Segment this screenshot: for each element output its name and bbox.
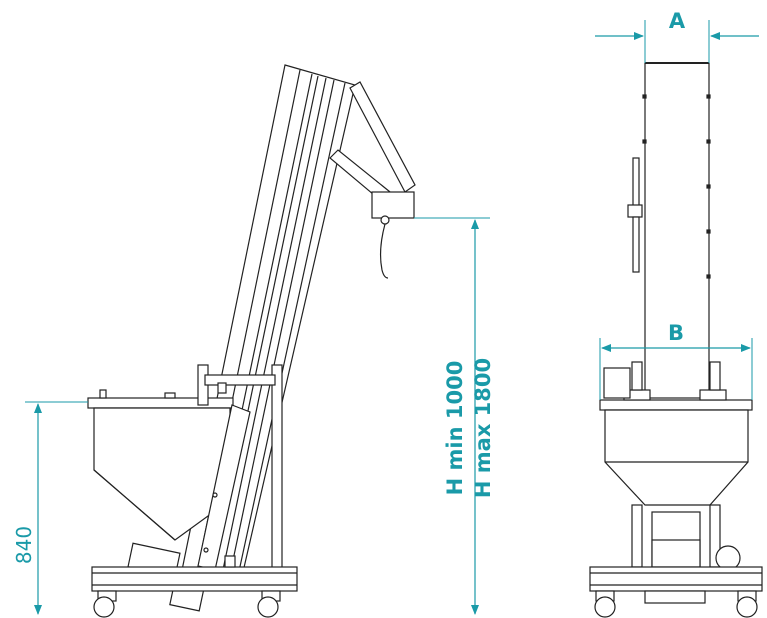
side-bracket — [627, 157, 643, 273]
front-hopper — [604, 409, 749, 506]
front-base — [589, 566, 763, 592]
dim-label-h-max: H max 1800 — [471, 358, 495, 498]
dimension-840: 840 — [12, 401, 88, 615]
side-view — [87, 64, 416, 618]
caster-wheels — [93, 590, 281, 618]
front-caster-wheels — [594, 590, 758, 618]
column-bolts — [642, 94, 711, 279]
dimension-a: A — [595, 9, 759, 63]
front-view — [589, 62, 763, 618]
discharge-head — [329, 81, 416, 279]
base-chassis — [91, 555, 298, 592]
dim-label-840: 840 — [12, 526, 36, 564]
dim-label-a: A — [669, 9, 686, 33]
dim-label-h-min: H min 1000 — [443, 361, 467, 496]
dim-label-b: B — [668, 321, 684, 345]
front-motor — [603, 367, 631, 399]
hopper — [87, 389, 234, 541]
support-frame — [197, 364, 283, 571]
dimension-b: B — [599, 321, 753, 400]
dimension-h: H min 1000 H max 1800 — [414, 217, 495, 615]
